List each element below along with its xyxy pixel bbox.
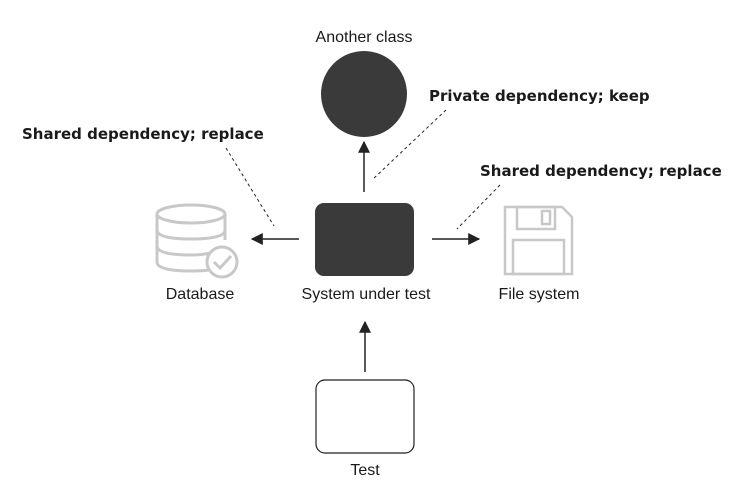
private-dependency-leader <box>371 109 447 181</box>
private-dependency-note: Private dependency; keep <box>429 87 650 105</box>
another-class-node <box>321 51 407 137</box>
system-under-test-label: System under test <box>302 286 432 303</box>
database-check-icon <box>155 203 239 279</box>
database-label: Database <box>166 286 235 303</box>
shared-dependency-leader-file-system <box>456 184 501 230</box>
test-node <box>315 379 415 454</box>
another-class-label: Another class <box>316 29 413 46</box>
floppy-disk-icon <box>503 205 574 276</box>
test-label: Test <box>350 462 380 479</box>
file-system-label: File system <box>499 286 580 303</box>
shared-dependency-note-file-system: Shared dependency; replace <box>480 162 722 180</box>
shared-dependency-leader-database <box>225 147 275 227</box>
system-under-test-node <box>315 203 414 276</box>
shared-dependency-note-database: Shared dependency; replace <box>22 125 264 143</box>
